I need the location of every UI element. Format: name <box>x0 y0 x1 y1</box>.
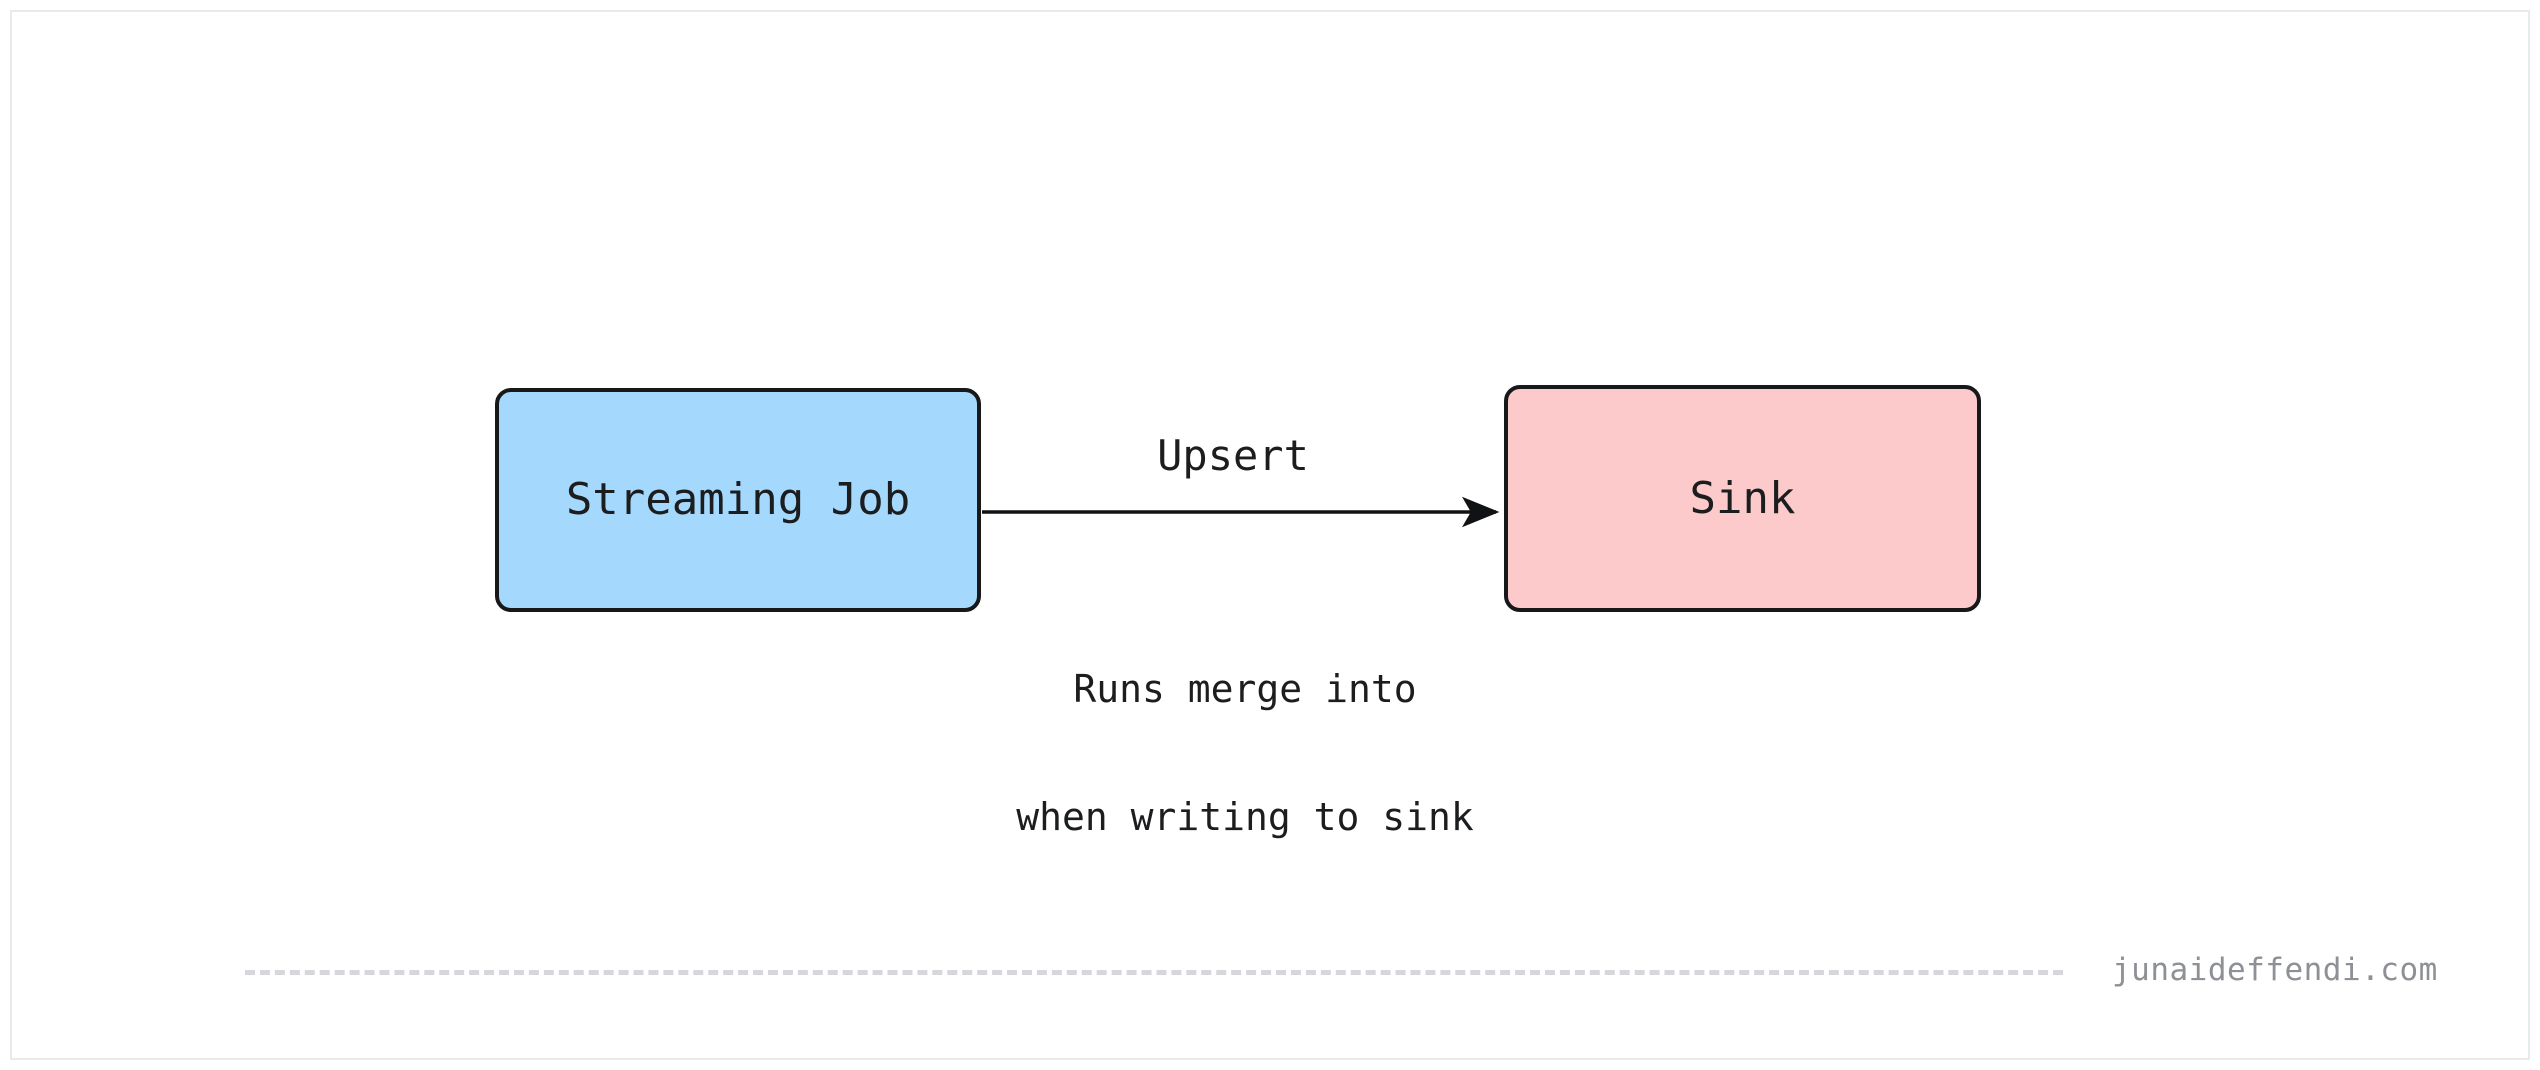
footer-divider <box>245 970 2063 975</box>
node-sink[interactable]: Sink <box>1504 385 1981 612</box>
node-sink-label: Sink <box>1689 472 1796 524</box>
edge-label-note-line-1: Runs merge into <box>1073 667 1417 712</box>
edge-label-note-line-2: when writing to sink <box>1016 794 1474 839</box>
edge-label-note: Runs merge into when writing to sink <box>960 583 1530 923</box>
node-streaming-job-label: Streaming Job <box>565 474 911 525</box>
node-streaming-job[interactable]: Streaming Job <box>495 388 981 612</box>
edge-label-upsert: Upsert <box>1157 431 1309 480</box>
footer-credit-text: junaideffendi.com <box>2112 952 2438 988</box>
footer: junaideffendi.com <box>0 950 2540 1010</box>
